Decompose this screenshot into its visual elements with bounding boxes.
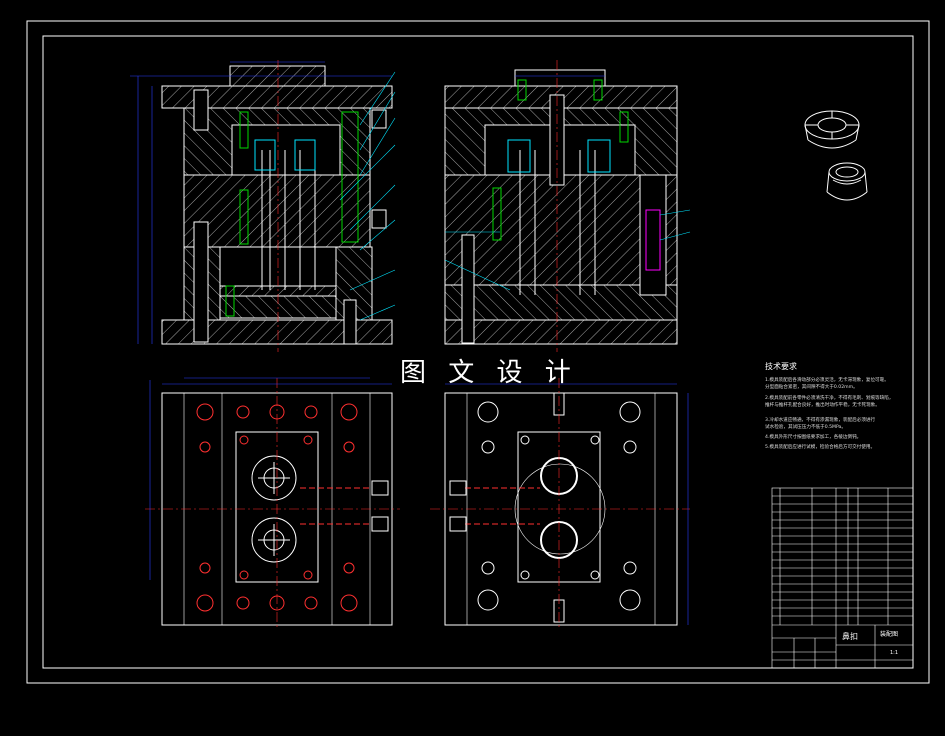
tech-note: 3.冷却水道应畅通，不得有渗漏现象，装配后必须进行 [765,418,876,423]
tech-note: 4.模具外形尺寸按图纸要求加工，各棱边倒钝。 [765,435,862,440]
watermark-text: 图 文 设 计 [400,358,578,388]
front-section-view [130,60,396,352]
part-name: 鼻扣 [842,632,858,641]
drawing-type: 装配图 [880,631,899,638]
tech-note: 1.模具装配后各滑动部分必须灵活，无卡滞现象，复位可靠。 [765,378,889,383]
part-isometric-view [804,110,868,201]
outer-frame [26,20,930,684]
drawing-scale: 1:1 [890,650,899,656]
side-section-view [444,60,691,352]
tech-note: 5.模具装配后应进行试模，检验合格后方可交付使用。 [765,445,876,450]
title-block [771,487,914,669]
tech-note: 推杆与推杆孔配合良好，推出时动作平稳，无卡死现象。 [765,403,880,408]
technical-requirements-title: 技术要求 [765,362,797,371]
tech-note: 分型面贴合紧密，其间隙不得大于0.02mm。 [765,385,858,390]
inner-frame [42,35,914,669]
moving-half-plan-view [430,378,690,630]
tech-note: 2.模具装配前各零件必须清洗干净，不得有毛刺、划痕等缺陷， [765,396,894,401]
fixed-half-plan-view [145,377,400,630]
tech-note: 试水检验，其试压压力不低于0.5MPa。 [765,425,846,430]
